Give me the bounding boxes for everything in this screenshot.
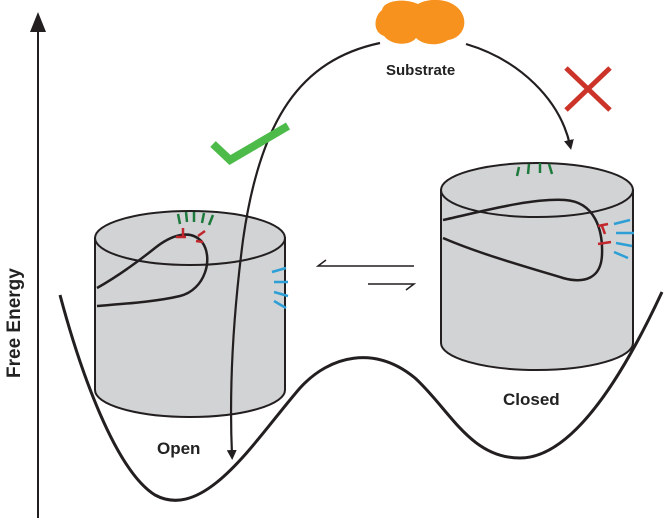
check-mark-icon <box>210 122 291 165</box>
y-axis <box>30 12 46 518</box>
open-green-ticks <box>176 211 215 226</box>
cross-mark-icon <box>564 66 612 112</box>
open-cylinder <box>94 210 289 418</box>
binding-path-open <box>226 41 381 460</box>
open-state-label: Open <box>157 439 200 458</box>
y-axis-label: Free Energy <box>4 268 25 378</box>
equilibrium-arrows <box>315 259 417 291</box>
substrate-blob <box>375 0 465 45</box>
closed-cylinder <box>440 162 634 371</box>
binding-path-closed <box>465 42 574 150</box>
y-axis-arrow-icon <box>30 12 46 32</box>
closed-red-ticks <box>597 222 612 246</box>
closed-blue-ticks <box>613 218 634 260</box>
energy-landscape-curve <box>58 291 664 502</box>
substrate-label: Substrate <box>386 62 455 79</box>
open-blue-ticks <box>271 266 289 310</box>
closed-loop-strand <box>442 198 604 282</box>
open-red-ticks <box>176 228 206 244</box>
closed-green-ticks <box>515 163 554 177</box>
closed-state-label: Closed <box>503 390 560 409</box>
